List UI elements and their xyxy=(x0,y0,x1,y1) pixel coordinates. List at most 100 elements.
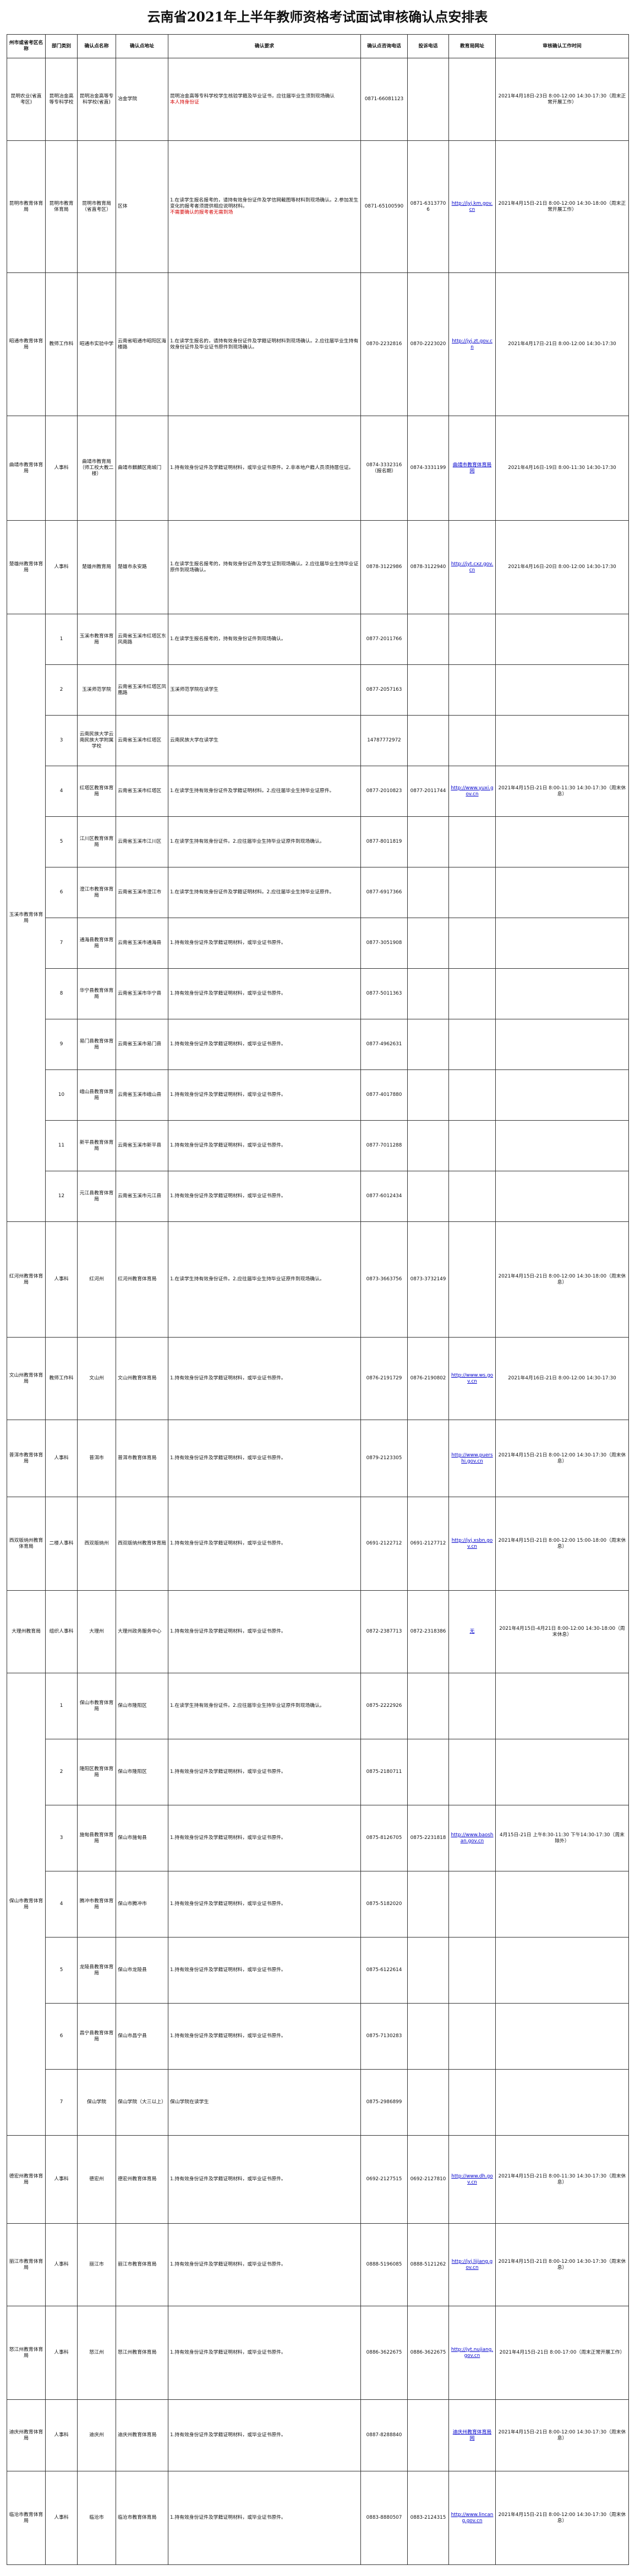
requirement-cell: 1.持有效身份证件及学籍证明材料，或毕业证书原件。 xyxy=(168,1069,361,1121)
phone-cell: 0875-2180711 xyxy=(360,1739,408,1805)
phone-cell: 0883-8880507 xyxy=(360,2471,408,2565)
dept-cell: 4 xyxy=(45,1871,78,1938)
dept-cell: 8 xyxy=(45,968,78,1019)
complaint-cell xyxy=(407,867,449,918)
complaint-cell xyxy=(407,918,449,969)
address-cell: 云南省玉溪市澄江市 xyxy=(116,867,168,918)
website-link[interactable] xyxy=(448,1120,496,1171)
address-cell: 怒江州教育体育局 xyxy=(116,2306,168,2400)
website-link[interactable] xyxy=(448,918,496,969)
website-link[interactable]: http://www.ws.gov.cn xyxy=(448,1337,496,1420)
site-cell: 大理州 xyxy=(77,1590,116,1673)
website-link[interactable] xyxy=(448,58,496,141)
phone-cell: 0870-2232816 xyxy=(360,272,408,416)
requirement-cell: 1.持有效身份证件及学籍证明材料，或毕业证书原件。 xyxy=(168,2471,361,2565)
website-link[interactable] xyxy=(448,1871,496,1938)
website-link[interactable]: http://jyj.km.gov.cn xyxy=(448,140,496,273)
website-link[interactable]: http://www.dh.gov.cn xyxy=(448,2135,496,2224)
site-cell: 昭通市实验中学 xyxy=(77,272,116,416)
site-cell: 普洱市 xyxy=(77,1420,116,1497)
requirement-cell: 1.持有效身份证件及学籍证明材料，或毕业证书原件。 xyxy=(168,2003,361,2070)
address-cell: 丽江市教育体育局 xyxy=(116,2223,168,2306)
region-name-cell: 昭通市教育体育局 xyxy=(7,272,46,416)
website-link[interactable] xyxy=(448,614,496,665)
website-link[interactable]: 迪庆州教育体育局网 xyxy=(448,2399,496,2471)
website-link[interactable]: http://jyj.zt.gov.cn xyxy=(448,272,496,416)
website-link[interactable] xyxy=(448,1739,496,1805)
dept-cell: 4 xyxy=(45,766,78,817)
requirement-highlight: 本人持身份证 xyxy=(170,99,199,105)
complaint-cell xyxy=(407,1069,449,1121)
requirement-cell: 1.在读学生持有效身份证件及学籍证明材料。2.应往届毕业生持毕业证原件。 xyxy=(168,867,361,918)
complaint-cell xyxy=(407,1420,449,1497)
website-link[interactable]: http://jyj.lijiang.gov.cn xyxy=(448,2223,496,2306)
address-cell: 云南省玉溪市红塔区 xyxy=(116,766,168,817)
website-link[interactable] xyxy=(448,867,496,918)
time-cell: 2021年4月15日-21日 8:00-12:00 14:30-18:00（周末… xyxy=(495,140,629,273)
requirement-cell: 1.持有效身份证件及学籍证明材料，或毕业证书原件。 xyxy=(168,2223,361,2306)
region-name-cell: 文山州教育体育局 xyxy=(7,1337,46,1420)
phone-cell: 0872-2387713 xyxy=(360,1590,408,1673)
header-cell: 确认点地址 xyxy=(116,34,168,58)
dept-cell: 人事科 xyxy=(45,2471,78,2565)
requirement-cell: 保山学院在读学生 xyxy=(168,2069,361,2136)
time-cell: 2021年4月15日-21日 8:00-12:00 14:30-17:30（周末… xyxy=(495,2399,629,2471)
website-link[interactable]: http://jyt.nujiang.gov.cn xyxy=(448,2306,496,2400)
website-link[interactable]: http://www.yuxi.gov.cn xyxy=(448,766,496,817)
website-link[interactable] xyxy=(448,664,496,716)
time-cell xyxy=(495,664,629,716)
time-cell: 2021年4月18日-23日 8:00-12:00 14:30-17:30（周末… xyxy=(495,58,629,141)
website-link[interactable]: http://www.puershi.gov.cn xyxy=(448,1420,496,1497)
website-link[interactable] xyxy=(448,1171,496,1222)
website-link[interactable] xyxy=(448,2003,496,2070)
website-link[interactable] xyxy=(448,1221,496,1338)
dept-cell: 人事科 xyxy=(45,2223,78,2306)
website-link[interactable] xyxy=(448,1069,496,1121)
site-cell: 施甸县教育体育局 xyxy=(77,1805,116,1871)
complaint-cell: 0692-2127810 xyxy=(407,2135,449,2224)
phone-cell: 0886-3622675 xyxy=(360,2306,408,2400)
complaint-cell: 0691-2127712 xyxy=(407,1497,449,1591)
website-link[interactable]: 曲靖市教育体育局网 xyxy=(448,416,496,521)
requirement-cell: 1.持有效身份证件及学籍证明材料，或毕业证书原件。 xyxy=(168,1337,361,1420)
requirement-cell: 1.在读学生报名报考的，持有效身份证件及学生证到现场确认。2.应往届毕业生持毕业… xyxy=(168,520,361,614)
website-link[interactable] xyxy=(448,968,496,1019)
website-link[interactable] xyxy=(448,715,496,766)
phone-cell: 0879-2123305 xyxy=(360,1420,408,1497)
time-cell xyxy=(495,1171,629,1222)
website-link[interactable] xyxy=(448,816,496,867)
region-name-cell: 昆明市教育体育局 xyxy=(7,140,46,273)
website-link[interactable]: http://www.lincang.gov.cn xyxy=(448,2471,496,2565)
address-cell: 大理州政务服务中心 xyxy=(116,1590,168,1673)
dept-cell: 2 xyxy=(45,664,78,716)
phone-cell: 0877-2057163 xyxy=(360,664,408,716)
requirement-cell: 昆明冶金高等专科学校学生核验学籍及毕业证书，应往届毕业生须到现场确认本人持身份证 xyxy=(168,58,361,141)
address-cell: 普洱市教育体育局 xyxy=(116,1420,168,1497)
site-cell: 龙陵县教育体育局 xyxy=(77,1937,116,2004)
website-link[interactable] xyxy=(448,1673,496,1739)
website-link[interactable]: http://www.baoshan.gov.cn xyxy=(448,1805,496,1871)
address-cell: 楚雄市永安路 xyxy=(116,520,168,614)
phone-cell: 0877-4017880 xyxy=(360,1069,408,1121)
dept-cell: 组织人事科 xyxy=(45,1590,78,1673)
website-link[interactable] xyxy=(448,1019,496,1070)
dept-cell: 人事科 xyxy=(45,2135,78,2224)
address-cell: 云南省玉溪市红塔区 xyxy=(116,715,168,766)
website-link[interactable]: http://jyj.xsbn.gov.cn xyxy=(448,1497,496,1591)
website-link[interactable]: http://jyt.cxz.gov.cn xyxy=(448,520,496,614)
complaint-cell xyxy=(407,968,449,1019)
time-cell: 2021年4月15日-4月21日 8:00-12:00 14:30-18:00（… xyxy=(495,1590,629,1673)
requirement-cell: 1.在读学生报名的，请持有效身份证件及学籍证明材料到现场确认。2.应往届毕业生持… xyxy=(168,272,361,416)
website-link[interactable]: 无 xyxy=(448,1590,496,1673)
website-link[interactable] xyxy=(448,1937,496,2004)
requirement-cell: 1.持有效身份证件及学籍证明材料，或毕业证书原件。 xyxy=(168,2135,361,2224)
website-link[interactable] xyxy=(448,2069,496,2136)
time-cell: 2021年4月16日-21日 8:00-12:00 14:30-17:30 xyxy=(495,1337,629,1420)
